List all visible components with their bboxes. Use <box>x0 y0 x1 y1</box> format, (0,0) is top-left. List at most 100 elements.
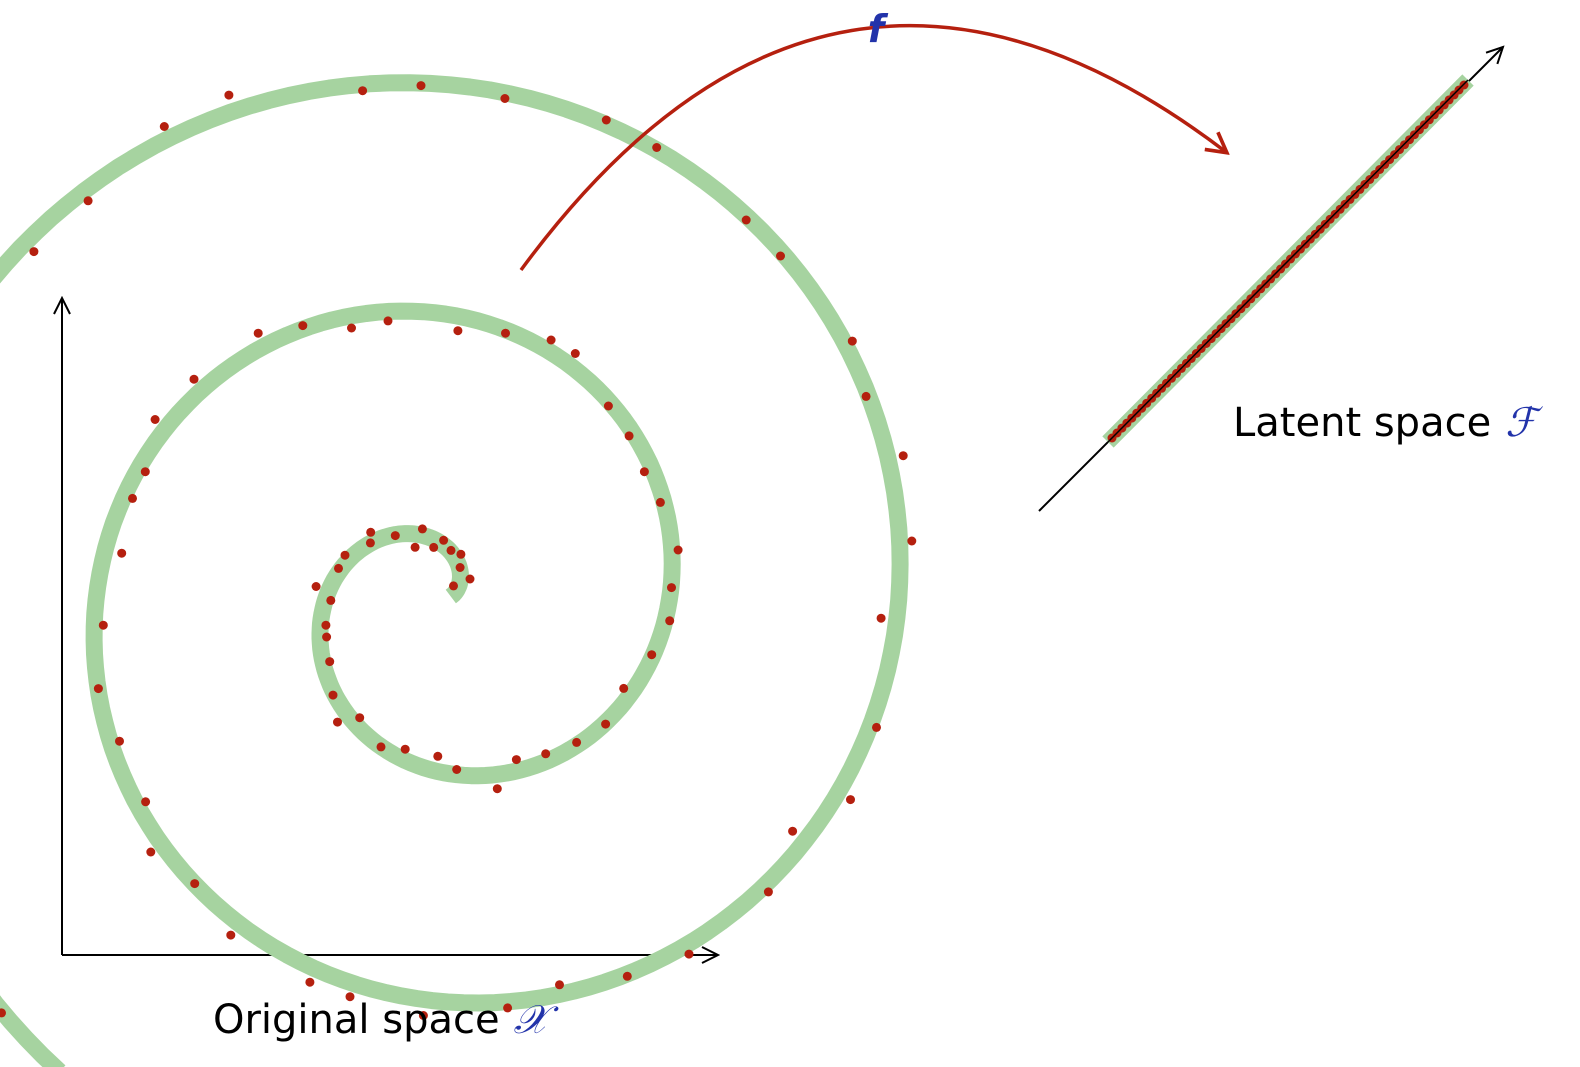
data-point <box>546 335 556 345</box>
data-point <box>872 722 881 732</box>
data-point <box>417 524 427 534</box>
data-point <box>146 847 156 857</box>
data-point <box>541 749 551 759</box>
data-point <box>503 1003 513 1013</box>
data-point <box>652 143 662 152</box>
data-point <box>253 328 263 338</box>
data-point <box>846 795 855 805</box>
data-point <box>334 563 343 573</box>
data-point <box>492 784 502 794</box>
data-point <box>150 415 160 424</box>
data-point <box>29 247 39 257</box>
data-point <box>439 535 449 545</box>
data-point <box>861 391 871 401</box>
data-point <box>465 574 475 584</box>
data-point <box>639 467 649 477</box>
data-point <box>305 977 315 987</box>
data-point <box>456 549 466 559</box>
data-point <box>452 765 462 774</box>
data-point <box>453 326 463 336</box>
data-point <box>416 81 426 91</box>
data-point <box>0 1008 6 1018</box>
latent-data-points <box>1107 79 1469 443</box>
data-point <box>93 684 103 694</box>
data-point <box>418 1011 428 1020</box>
data-point <box>673 545 683 555</box>
data-point <box>141 797 151 807</box>
data-point <box>741 215 751 225</box>
data-point <box>570 349 580 358</box>
data-point <box>140 467 150 477</box>
data-point <box>298 321 308 331</box>
data-point <box>366 527 376 537</box>
data-point <box>115 736 124 746</box>
data-point <box>847 336 857 346</box>
data-point <box>340 550 350 560</box>
data-point <box>321 620 331 630</box>
data-point <box>189 374 199 384</box>
data-point <box>376 742 386 752</box>
original-space-text: Original space <box>213 997 500 1043</box>
mapping-label-f: f <box>868 7 889 51</box>
data-point <box>429 542 439 552</box>
original-data-points <box>0 81 917 1020</box>
data-point <box>601 115 611 125</box>
data-point <box>763 887 773 897</box>
data-point <box>601 719 611 729</box>
data-point <box>624 431 634 441</box>
data-point <box>619 683 629 693</box>
data-point <box>345 992 355 1002</box>
data-point <box>400 744 410 754</box>
data-point <box>788 826 798 836</box>
data-point <box>190 879 200 889</box>
data-point <box>647 650 657 660</box>
data-point <box>322 632 332 642</box>
data-point <box>500 94 510 103</box>
latent-space-label: Latent space ℱ <box>1233 400 1543 446</box>
data-point <box>622 971 632 981</box>
data-point <box>355 713 365 723</box>
data-point <box>501 328 510 338</box>
spiral-manifold <box>0 74 909 1067</box>
data-point <box>603 401 613 411</box>
latent-axis-overlay <box>1107 79 1469 443</box>
data-point <box>159 122 169 131</box>
data-point <box>325 657 335 667</box>
data-point <box>907 536 917 546</box>
data-point <box>572 737 582 747</box>
mapping-arrow-f <box>519 23 1226 272</box>
data-point <box>433 751 443 761</box>
data-point <box>684 949 694 959</box>
data-point <box>410 542 420 552</box>
data-point <box>455 563 465 572</box>
data-point <box>98 620 108 630</box>
data-point <box>383 316 393 326</box>
data-point <box>326 595 336 605</box>
data-point <box>446 545 456 555</box>
data-point <box>511 755 521 765</box>
data-point <box>347 323 356 333</box>
data-point <box>117 548 127 558</box>
data-point <box>226 930 236 940</box>
data-point <box>667 583 676 593</box>
data-point <box>333 717 342 727</box>
data-point <box>358 86 368 96</box>
data-point <box>876 613 886 623</box>
latent-space-symbol: ℱ <box>1505 400 1543 446</box>
data-point <box>128 493 137 503</box>
data-point <box>665 616 675 626</box>
data-point <box>898 451 908 461</box>
data-point <box>655 497 665 507</box>
data-point <box>365 538 375 548</box>
data-point <box>83 196 93 206</box>
data-point <box>390 531 400 541</box>
data-point <box>449 581 458 591</box>
data-point <box>776 251 785 261</box>
data-point <box>555 980 564 990</box>
data-point <box>328 690 338 700</box>
data-point <box>311 582 321 591</box>
data-point <box>224 90 234 100</box>
latent-space-text: Latent space <box>1233 400 1491 446</box>
